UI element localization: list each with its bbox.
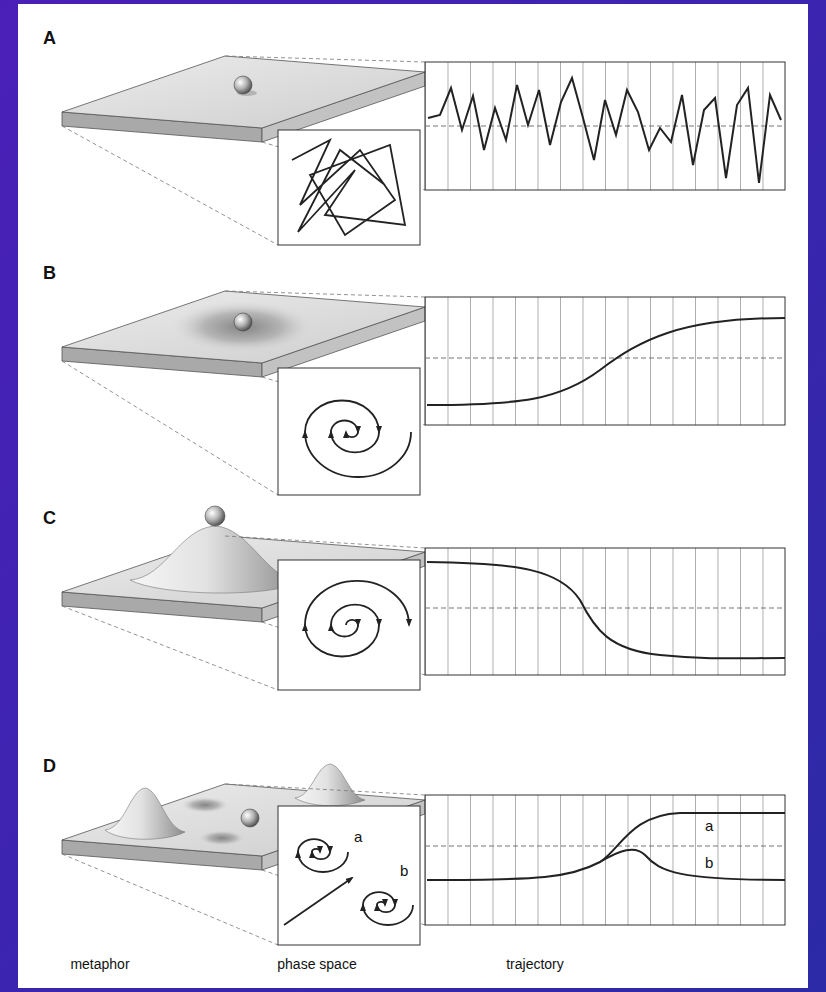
reference-line: [425, 608, 785, 609]
white-panel: [18, 4, 808, 988]
label-position: b: [398, 862, 410, 880]
curve-label: b: [398, 862, 410, 880]
label-position: C: [43, 508, 56, 530]
slab-top: [62, 291, 425, 363]
label-position: a: [703, 817, 715, 835]
projection-line: [225, 56, 425, 62]
hill: [130, 526, 300, 593]
column-caption: phase space: [277, 956, 356, 973]
projection-line: [62, 854, 278, 945]
phase-box: [278, 368, 420, 495]
branch-trajectory: [600, 850, 785, 880]
trajectory-grid: [425, 297, 785, 425]
ball: [234, 313, 252, 331]
label-position: B: [43, 263, 56, 285]
trajectory-grid: [425, 548, 785, 675]
trajectory-grid: [425, 795, 785, 925]
ball: [205, 506, 225, 526]
label-position: D: [43, 756, 56, 778]
trajectory-box: [425, 62, 785, 190]
panel-letter: B: [43, 263, 56, 285]
curve-label: a: [703, 817, 715, 835]
label-position: A: [43, 28, 56, 50]
basin: [198, 830, 246, 846]
phase-box: [278, 560, 420, 690]
projection-line: [225, 536, 425, 548]
column-caption: metaphor: [70, 956, 129, 973]
projection-line: [225, 784, 425, 795]
attractor-spiral: [363, 892, 413, 925]
branch-trajectory: [427, 813, 785, 880]
attractor-spiral: [298, 839, 348, 872]
hill: [295, 764, 365, 806]
falling-trajectory: [427, 562, 785, 658]
slab: [62, 56, 425, 142]
inward-spiral: [305, 401, 411, 477]
separatrix: [284, 878, 352, 925]
curve-label: b: [703, 854, 715, 872]
label-position: a: [352, 828, 364, 846]
projection-line: [62, 606, 278, 690]
reference-line: [425, 358, 785, 359]
column-caption: trajectory: [506, 956, 564, 973]
label-position: metaphor: [70, 956, 129, 973]
curve-label: a: [352, 828, 364, 846]
projection-line: [225, 291, 425, 297]
ball: [234, 76, 252, 94]
label-position: b: [703, 854, 715, 872]
trajectory-frame: [425, 62, 785, 190]
trajectory-box: [425, 795, 785, 925]
rising-trajectory: [427, 318, 785, 405]
trajectory-box: [425, 548, 785, 675]
phase-box: [278, 806, 420, 945]
phase-box: [278, 130, 420, 245]
ball: [241, 809, 259, 827]
panel-letter: C: [43, 508, 56, 530]
trajectory-grid: [425, 62, 785, 190]
trajectory-frame: [425, 795, 785, 925]
basin: [181, 797, 229, 813]
label-position: trajectory: [506, 956, 564, 973]
hill: [105, 788, 185, 839]
trajectory-frame: [425, 297, 785, 425]
reference-line: [425, 846, 785, 847]
slab: [62, 291, 425, 377]
basin: [171, 301, 315, 353]
noisy-trajectory: [428, 78, 781, 183]
outward-spiral: [305, 581, 409, 657]
panel-letter: A: [43, 28, 56, 50]
random-walk: [292, 140, 405, 235]
panel-letter: D: [43, 756, 56, 778]
projection-line: [62, 361, 278, 495]
trajectory-box: [425, 297, 785, 425]
slab-top: [62, 56, 425, 128]
label-position: phase space: [277, 956, 356, 973]
trajectory-frame: [425, 548, 785, 675]
projection-line: [62, 126, 278, 245]
